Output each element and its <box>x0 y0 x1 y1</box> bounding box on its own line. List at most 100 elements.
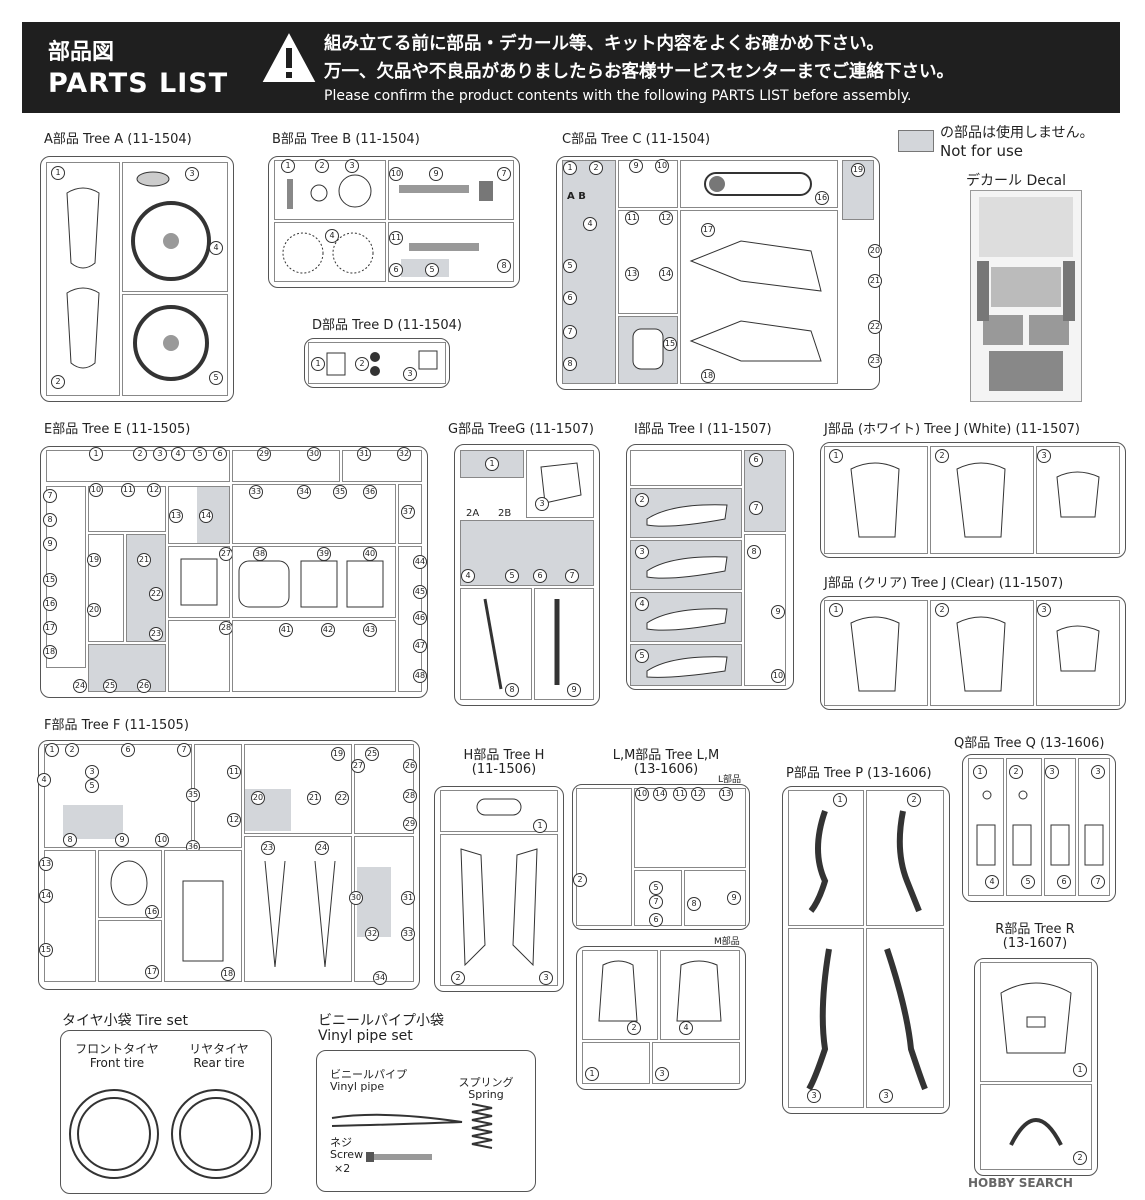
tree-r-part-1: 1 <box>980 962 1092 1082</box>
header-warning-jp-1: 組み立てる前に部品・デカール等、キット内容をよくお確かめ下さい。 <box>324 34 884 54</box>
tree-g-part-1: 1 <box>460 450 524 478</box>
front-tire-label-en: Front tire <box>89 1056 145 1070</box>
tree-e-part-37: 37 <box>398 484 422 544</box>
tree-f-part-17: 17 <box>98 920 162 982</box>
tree-g-part-8: 8 <box>460 588 532 700</box>
watermark: HOBBY SEARCH <box>968 1176 1073 1190</box>
tree-m-part-4: 4 <box>660 950 740 1040</box>
decal-label: デカール Decal <box>966 173 1067 189</box>
tree-j-white-part-2: 2 <box>930 446 1034 554</box>
tree-g-label: G部品 TreeG (11-1507) <box>448 422 594 437</box>
decal-sheet <box>970 190 1082 402</box>
not-used-label-jp: の部品は使用しません。 <box>940 125 1094 141</box>
tree-a-part-5: 5 <box>122 294 228 396</box>
tree-q-label: Q部品 Tree Q (13-1606) <box>954 736 1105 751</box>
tree-e-label: E部品 Tree E (11-1505) <box>44 422 191 437</box>
vinyl-set-title-jp: ビニールパイプ小袋 <box>318 1013 444 1029</box>
tree-a-part-1: 1 2 <box>46 162 120 396</box>
tree-c-part-19: 19 <box>842 160 874 220</box>
tree-e-part-28: 28 <box>168 620 233 692</box>
spring-label-jp: スプリング <box>458 1076 514 1089</box>
tree-i-muffler-2: 2 <box>630 488 742 538</box>
tree-g-2b-label: 2B <box>498 508 512 519</box>
header-banner: 部品図 PARTS LIST 組み立てる前に部品・デカール等、キット内容をよくお… <box>22 22 1120 113</box>
tree-b-lower-left: 4 <box>274 222 386 282</box>
tree-h-part-1: 1 <box>440 790 558 833</box>
front-tire-label-jp: フロントタイヤ <box>75 1042 159 1056</box>
tire-set-title: タイヤ小袋 Tire set <box>62 1013 188 1029</box>
tree-j-clear-part-1: 1 <box>824 600 928 706</box>
tree-c-ab-label: A B <box>567 191 586 202</box>
vinyl-set-frame <box>316 1050 536 1192</box>
tree-g-part-9: 9 <box>534 588 594 700</box>
tree-d-label: D部品 Tree D (11-1504) <box>312 318 462 333</box>
tree-j-white-part-1: 1 <box>824 446 928 554</box>
tire-rings <box>69 1089 261 1179</box>
tree-p-part-2: 2 <box>866 790 944 926</box>
tree-a-part-3: 3 4 <box>122 162 228 292</box>
tree-p-label: P部品 Tree P (13-1606) <box>786 766 932 781</box>
tree-b-label: B部品 Tree B (11-1504) <box>272 132 420 147</box>
tree-i-part-top <box>630 450 742 486</box>
tree-m-sublabel: M部品 <box>714 937 740 947</box>
tree-g-part-3: 3 <box>526 450 594 518</box>
tree-c-label: C部品 Tree C (11-1504) <box>562 132 711 147</box>
tree-j-clear-label: J部品 (クリア) Tree J (Clear) (11-1507) <box>824 576 1064 591</box>
tree-i-muffler-3: 3 <box>630 540 742 590</box>
screw-qty: ×2 <box>334 1162 351 1175</box>
tree-l-sublabel: L部品 <box>718 775 742 785</box>
tree-j-white-part-3: 3 <box>1036 446 1120 554</box>
tree-i-muffler-5: 5 <box>630 644 742 686</box>
tree-l-part-left: 2 <box>573 788 632 926</box>
tree-c-part-15: 15 <box>618 316 678 384</box>
tree-j-clear-part-3: 3 <box>1036 600 1120 706</box>
header-warning-en: Please confirm the product contents with… <box>324 88 912 104</box>
tree-r-label-1: R部品 Tree R <box>995 922 1075 937</box>
tree-p-part-3: 3 <box>788 928 864 1108</box>
tree-p-part-3b: 3 <box>866 928 944 1108</box>
rear-tire-label-jp: リヤタイヤ <box>189 1042 249 1056</box>
header-title-en: PARTS LIST <box>48 68 229 99</box>
tree-p-part-1: 1 <box>788 790 864 926</box>
tree-lm-label-1: L,M部品 Tree L,M <box>612 748 720 763</box>
screw-label-en: Screw <box>330 1148 364 1161</box>
vinyl-set-parts <box>331 1103 493 1162</box>
tree-j-clear-part-2: 2 <box>930 600 1034 706</box>
tree-lm-label-2: (13-1606) <box>633 762 699 777</box>
tree-h-label-1: H部品 Tree H <box>463 748 545 763</box>
tree-f-part-18: 18 <box>164 850 242 982</box>
tree-a-label: A部品 Tree A (11-1504) <box>44 132 192 147</box>
header-title-jp: 部品図 <box>48 40 115 65</box>
tree-e-part-13-14: 13 14 <box>168 486 230 544</box>
tree-i-muffler-4: 4 <box>630 592 742 642</box>
